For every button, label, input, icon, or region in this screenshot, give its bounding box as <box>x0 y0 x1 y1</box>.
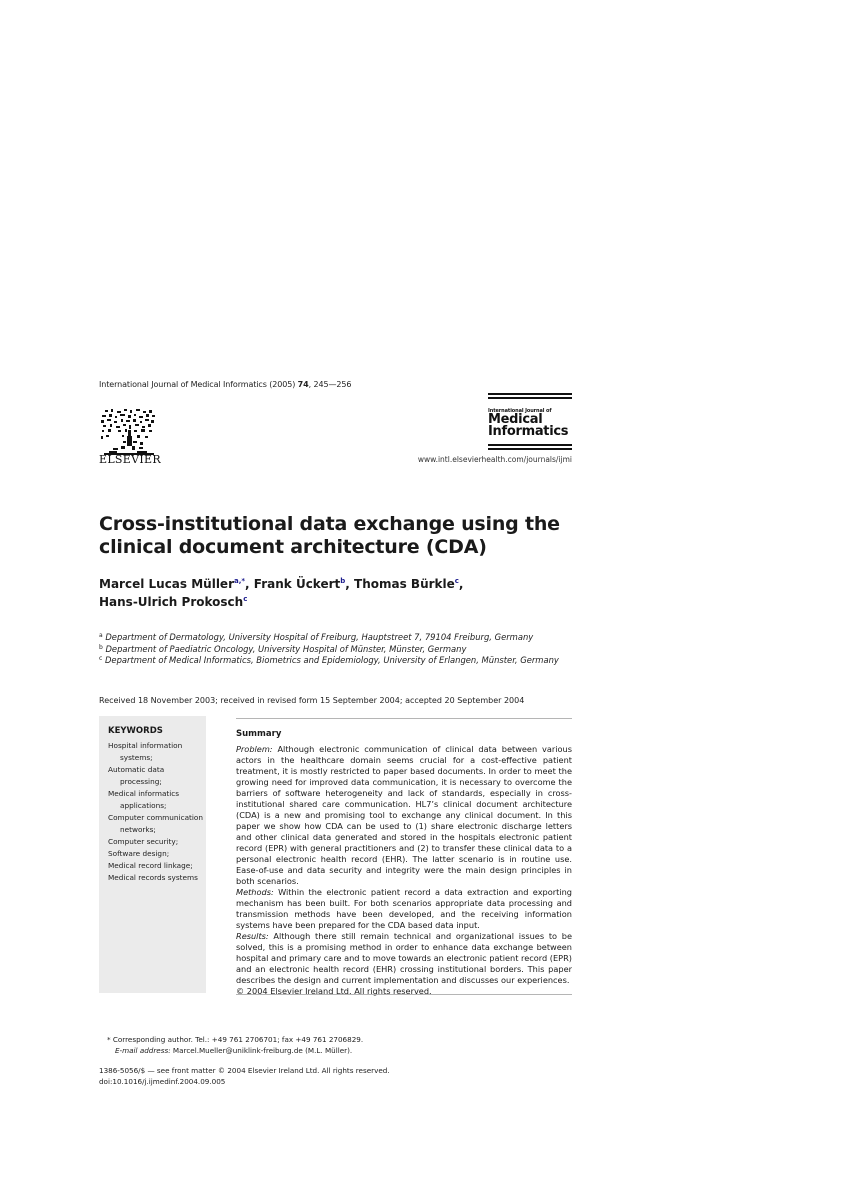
article-title: Cross-institutional data exchange using … <box>99 513 560 558</box>
affiliation-link[interactable]: a,* <box>234 577 246 585</box>
journal-pages: , 245—256 <box>308 380 352 389</box>
keyword-item: Hospital information systems; <box>108 741 183 762</box>
keyword-item: Computer security; <box>108 837 179 846</box>
author-name: Thomas Bürkle <box>354 577 455 591</box>
summary-methods: Methods: Within the electronic patient r… <box>236 887 572 931</box>
logo-rule <box>488 397 572 399</box>
email-line: E-mail address: Marcel.Mueller@uniklink-… <box>107 1045 363 1056</box>
issn-line: 1386-5056/$ — see front matter © 2004 El… <box>99 1066 390 1075</box>
journal-logo-small-line: International Journal of <box>488 408 552 414</box>
received-dates: Received 18 November 2003; received in r… <box>99 696 525 705</box>
author-separator: , <box>245 577 254 591</box>
summary-problem: Problem: Although electronic communicati… <box>236 744 572 887</box>
keyword-item: Medical record linkage; <box>108 861 193 870</box>
keyword-item: Computer communication networks; <box>108 813 204 834</box>
keywords-title: KEYWORDS <box>108 726 163 736</box>
doi-link[interactable]: doi:10.1016/j.ijmedinf.2004.09.005 <box>99 1077 226 1086</box>
affiliation-text: Department of Paediatric Oncology, Unive… <box>105 643 467 654</box>
journal-logo: International Journal of Medical Informa… <box>488 393 572 452</box>
section-text: Within the electronic patient record a d… <box>236 887 572 930</box>
publisher-wordmark: ELSEVIER <box>99 453 161 466</box>
logo-rule <box>488 448 572 450</box>
journal-ref-prefix: International Journal of Medical Informa… <box>99 380 298 389</box>
summary-heading: Summary <box>236 729 282 739</box>
affiliation-text: Department of Dermatology, University Ho… <box>105 632 534 642</box>
email-label: E-mail address: <box>115 1046 171 1055</box>
affiliation-link[interactable]: b <box>340 577 346 585</box>
section-label: Problem: <box>236 744 273 754</box>
affiliation-b: b Department of Paediatric Oncology, Uni… <box>99 644 579 656</box>
section-text: Although there still remain technical an… <box>236 931 572 985</box>
section-label: Results: <box>236 931 269 941</box>
elsevier-tree-logo-icon <box>101 409 155 455</box>
affiliation-link[interactable]: c <box>454 577 459 585</box>
logo-rule <box>488 393 572 395</box>
author-name: Hans-Ulrich Prokosch <box>99 595 244 609</box>
keyword-item: Medical informatics applications; <box>108 789 180 810</box>
affiliation-a: a Department of Dermatology, University … <box>99 632 579 644</box>
summary-results: Results: Although there still remain tec… <box>236 931 572 986</box>
journal-volume: 74 <box>297 380 309 389</box>
section-label: Methods: <box>236 887 274 897</box>
affiliation-c: c Department of Medical Informatics, Bio… <box>99 655 579 667</box>
journal-logo-line2: Informatics <box>488 424 569 439</box>
summary-bottom-rule <box>236 994 572 995</box>
summary-copyright: © 2004 Elsevier Ireland Ltd. All rights … <box>236 986 432 996</box>
journal-citation: International Journal of Medical Informa… <box>99 380 351 389</box>
summary-section: Summary Problem: Although electronic com… <box>236 729 572 997</box>
affiliations: a Department of Dermatology, University … <box>99 632 579 667</box>
keyword-item: Medical records systems <box>108 873 198 882</box>
keywords-box: KEYWORDS Hospital information systems; A… <box>99 716 206 993</box>
keywords-list: Hospital information systems; Automatic … <box>108 740 204 884</box>
author-name: Frank Ückert <box>253 577 341 591</box>
affiliation-mark: b <box>99 643 103 651</box>
logo-rule <box>488 444 572 446</box>
keyword-item: Automatic data processing; <box>108 765 165 786</box>
email-link[interactable]: Marcel.Mueller@uniklink-freiburg.de (M.L… <box>170 1046 353 1055</box>
author-separator: , <box>345 577 355 591</box>
keyword-item: Software design; <box>108 849 170 858</box>
affiliation-mark: a <box>99 632 103 639</box>
corresponding-author-footnote: * Corresponding author. Tel.: +49 761 27… <box>107 1034 363 1056</box>
affiliation-link[interactable]: c <box>243 595 248 603</box>
section-text: Although electronic communication of cli… <box>236 744 572 886</box>
author-name: Marcel Lucas Müller <box>99 577 234 591</box>
author-list: Marcel Lucas Müllera,*, Frank Ückertb, T… <box>99 575 579 611</box>
corresponding-author: * Corresponding author. Tel.: +49 761 27… <box>107 1035 364 1044</box>
journal-logo-line1: Medical <box>488 412 543 427</box>
front-matter: 1386-5056/$ — see front matter © 2004 El… <box>99 1065 390 1087</box>
journal-url-link[interactable]: www.intl.elsevierhealth.com/journals/ijm… <box>417 455 572 464</box>
summary-top-rule <box>236 718 572 719</box>
author-separator: , <box>458 577 464 591</box>
affiliation-text: Department of Medical Informatics, Biome… <box>104 655 559 665</box>
affiliation-mark: c <box>99 655 103 662</box>
